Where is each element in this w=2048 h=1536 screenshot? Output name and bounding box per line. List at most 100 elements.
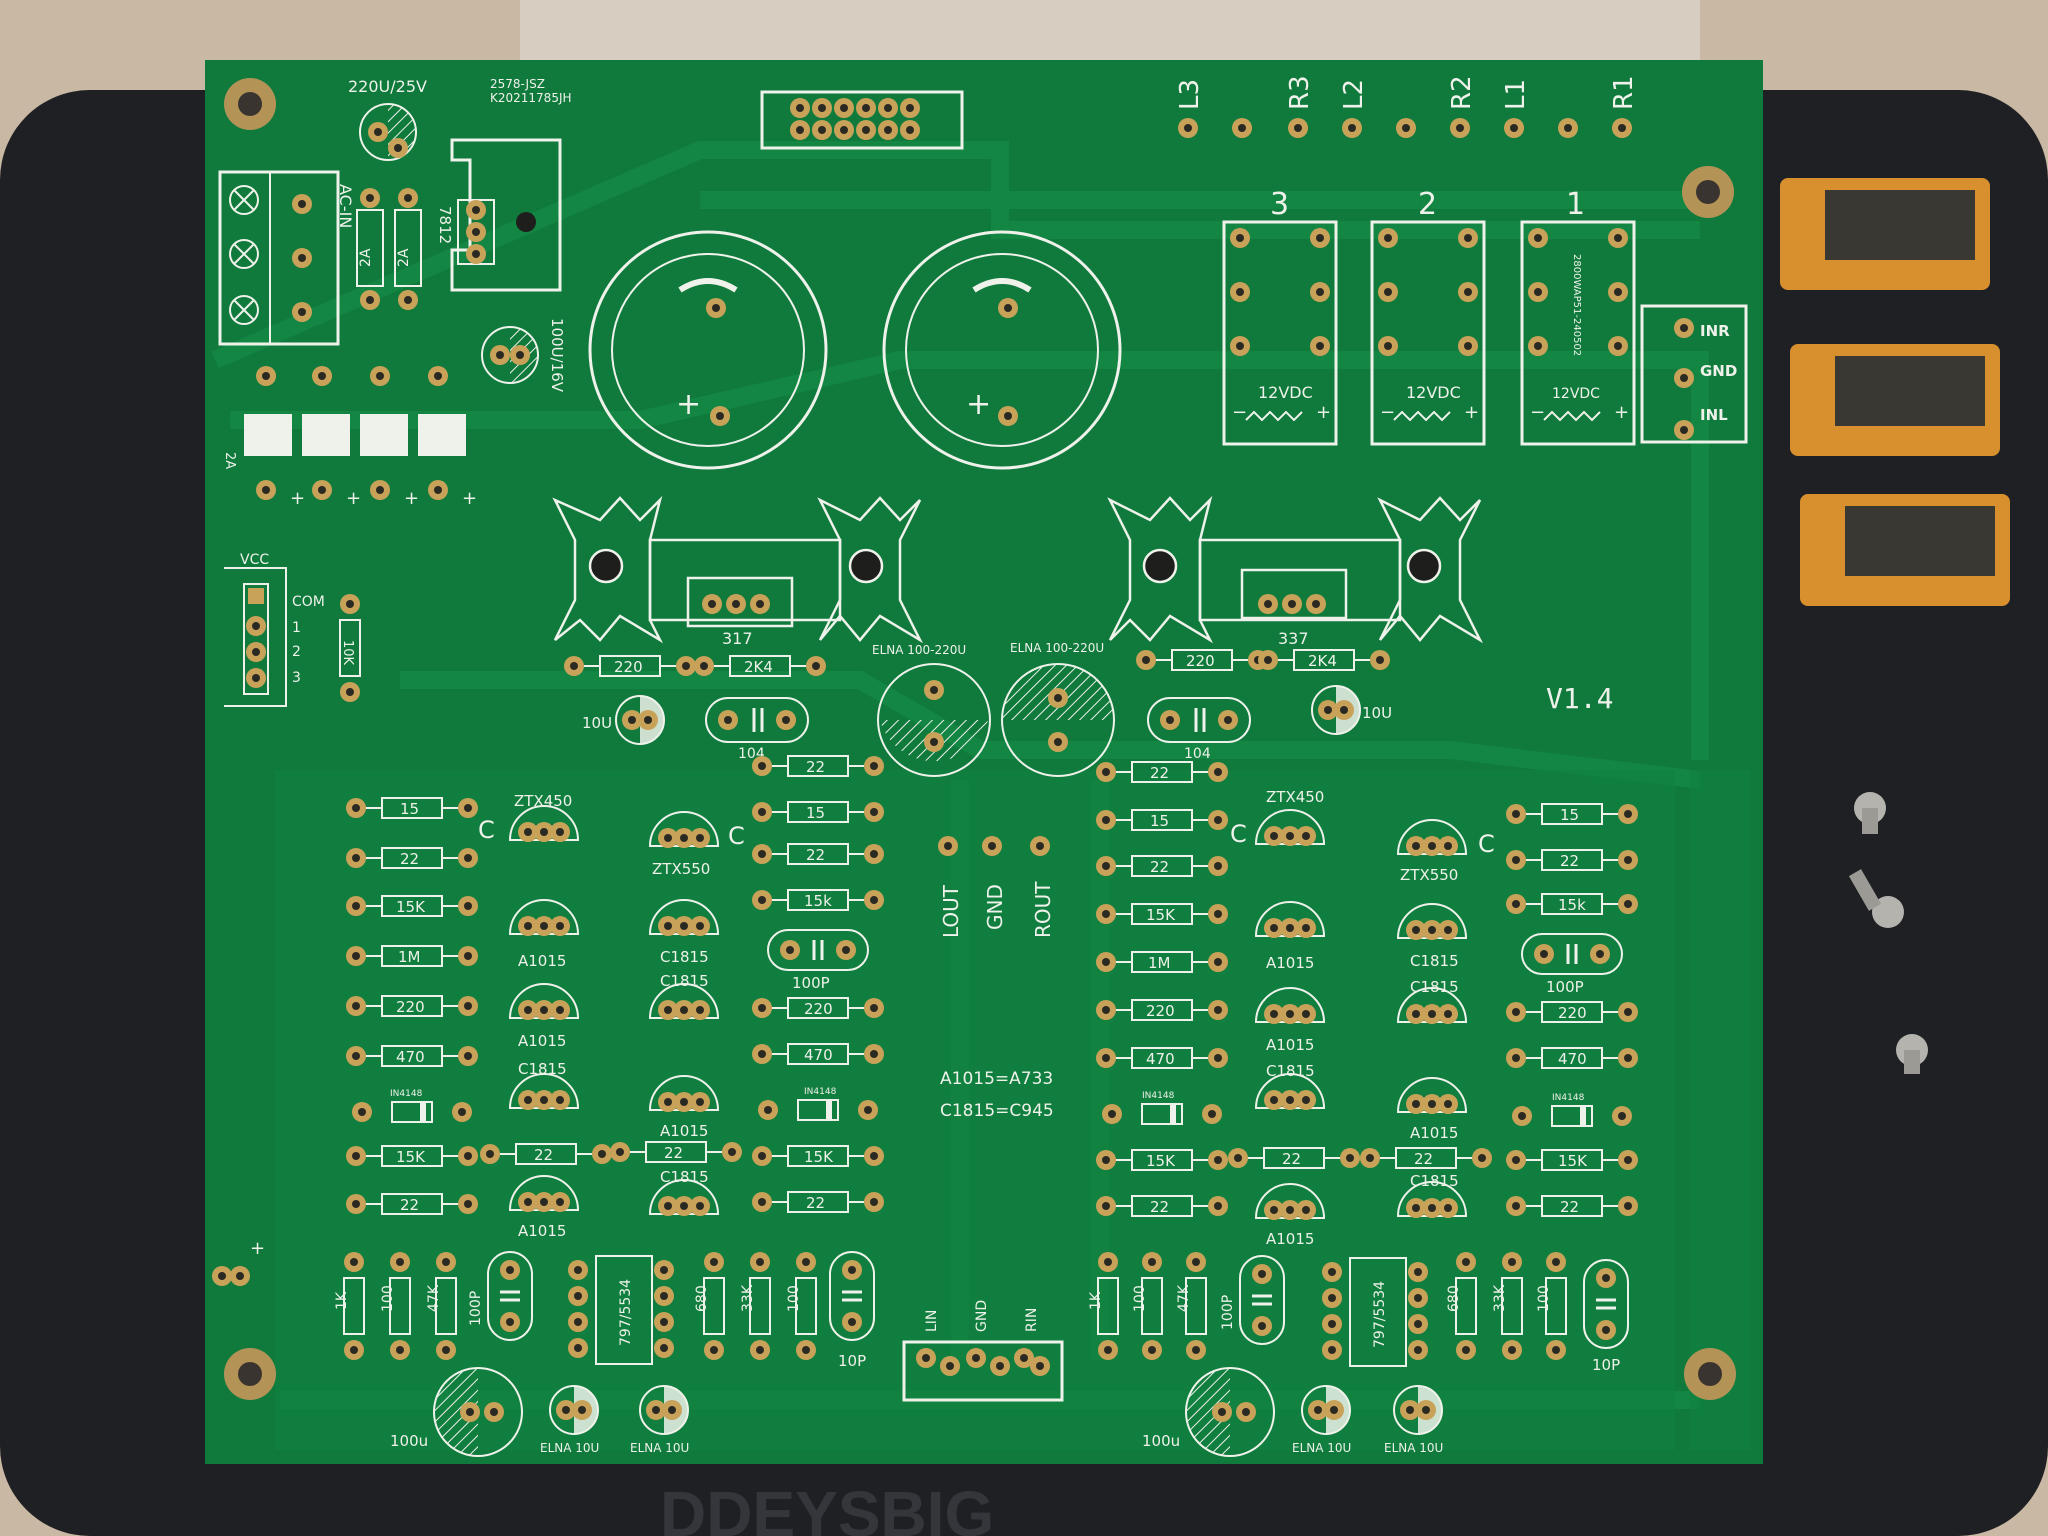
- mounting-hole-tl: [224, 78, 276, 130]
- vcc-header: [224, 567, 287, 707]
- rc-bottom-6: 33K: [1492, 1284, 1508, 1312]
- board-version: V1.4: [1546, 682, 1613, 715]
- bridge-plus-4: +: [462, 488, 477, 509]
- capacitor-100u16v: [481, 326, 539, 384]
- capacitor-220u: [359, 103, 417, 161]
- lc-res-mid-0: 22: [806, 758, 825, 776]
- reg-cap-104-right: [1147, 697, 1251, 743]
- relay-2-minus: −: [1380, 402, 1395, 423]
- fuse-1-label: 2A: [358, 248, 374, 267]
- mounting-hole-br: [1684, 1348, 1736, 1400]
- standoff-screw: [1854, 792, 1886, 834]
- lc-res-left-7: 15K: [396, 1148, 426, 1166]
- output-label-lout: LOUT: [939, 884, 963, 938]
- parts-bag: [520, 0, 1700, 64]
- big-capacitor-left: +: [588, 230, 828, 470]
- rc-res-left-5: 220: [1146, 1002, 1175, 1020]
- header-label-r1: R1: [1609, 75, 1639, 110]
- rc-bottom-8: 10P: [1592, 1356, 1620, 1374]
- reg-cap-10u-right: [1312, 686, 1360, 734]
- reg-cap-10u-left: [616, 696, 664, 744]
- lc-trans-a-2: A1015: [518, 1032, 566, 1050]
- right-channel: 22 15 22 15K 1M 220 470 IN4148 15K 22 ZT…: [1088, 762, 1638, 1457]
- rc-trans-a-0: ZTX450: [1266, 788, 1324, 806]
- regulator-337-label: 337: [1278, 629, 1309, 648]
- cap-rating-label: 220U/25V: [348, 77, 427, 96]
- rc-opamp: [1322, 1257, 1428, 1367]
- heatsink-317: [552, 495, 924, 644]
- lc-res-left-3: 1M: [398, 948, 421, 966]
- input-label-inl: INL: [1700, 406, 1728, 424]
- header-label-r2: R2: [1447, 75, 1477, 110]
- rc-res-right-1: 22: [1560, 852, 1579, 870]
- bridge-diodes: [244, 366, 466, 500]
- rc-res-left-6: 470: [1146, 1050, 1175, 1068]
- left-channel: 15 22 15K 1M 220 470 IN4148 15K 22 ZTX45…: [334, 756, 884, 1457]
- output-label-rout: ROUT: [1031, 881, 1055, 938]
- input-label-gnd-bottom: GND: [974, 1300, 990, 1332]
- reg-resistor-220-right-label: 220: [1186, 652, 1215, 670]
- ac-in-label: AC-IN: [336, 184, 355, 228]
- lc-bottom-4: 797/5534: [618, 1279, 634, 1346]
- vcc-pin-1: 1: [292, 620, 301, 636]
- lc-bottom-0: 1K: [334, 1291, 350, 1310]
- rc-res-right-0: 15: [1560, 806, 1579, 824]
- output-header: [938, 836, 1050, 856]
- relay-rating-2: 12VDC: [1406, 383, 1461, 402]
- relay-1-plus: +: [1614, 402, 1629, 423]
- svg-text:+: +: [966, 387, 991, 422]
- board-code-1: 2578-JSZ: [490, 77, 545, 91]
- reg-cap-10u-right-label: 10U: [1362, 704, 1392, 722]
- lc-res-left-5: 470: [396, 1048, 425, 1066]
- relay-1-minus: −: [1530, 402, 1545, 423]
- header-label-l1: L1: [1501, 79, 1531, 110]
- power-plus-label: +: [250, 1238, 265, 1259]
- header-label-l2: L2: [1339, 79, 1369, 110]
- lc-res-mid-4: 100P: [792, 974, 830, 992]
- note-c1815: C1815=C945: [940, 1101, 1054, 1121]
- lc-trans-b-2: C1815: [660, 972, 709, 990]
- rc-trans-a-1: A1015: [1266, 954, 1314, 972]
- mat-brand: DDEYSBIG: [660, 1478, 994, 1536]
- elna-cap-right: [1001, 663, 1115, 777]
- resistor-10k-label: 10K: [340, 640, 355, 666]
- rc-mid-22-b: 22: [1414, 1150, 1433, 1168]
- rc-bottom-7: 100: [1536, 1285, 1552, 1312]
- regulator-317-pads: [702, 594, 770, 614]
- bridge-plus-3: +: [404, 488, 419, 509]
- bridge-plus-1: +: [290, 488, 305, 509]
- bridge-fuse-label: 2A: [222, 452, 237, 469]
- rc-diode-left: IN4148: [1142, 1091, 1175, 1101]
- rc-trans-b-4: C1815: [1410, 1172, 1459, 1190]
- relay-rating-1: 12VDC: [1552, 386, 1600, 402]
- relay-component-2: [1790, 344, 2000, 456]
- relay-footprint-3: [1222, 220, 1338, 446]
- rc-trans-a-4: A1015: [1266, 1230, 1314, 1248]
- relay-footprint-1: [1520, 220, 1636, 446]
- elna-cap-left: [877, 663, 991, 777]
- rc-res-right-8: 22: [1560, 1198, 1579, 1216]
- rc-bottom-0: 1K: [1088, 1291, 1104, 1310]
- bridge-plus-2: +: [346, 488, 361, 509]
- regulator-7812: [450, 138, 562, 292]
- lc-res-mid-9: 22: [806, 1194, 825, 1212]
- lc-bottom-7: 100: [786, 1285, 802, 1312]
- rc-res-right-4: 220: [1558, 1004, 1587, 1022]
- rc-c-mark-b: C: [1478, 830, 1495, 858]
- lc-trans-a-4: A1015: [518, 1222, 566, 1240]
- lc-cap-0: 100u: [390, 1432, 428, 1450]
- lc-bottom-8: 10P: [838, 1352, 866, 1370]
- lc-diode-left: IN4148: [390, 1089, 423, 1099]
- mounting-hole-tr: [1682, 166, 1734, 218]
- input-label-lin: LIN: [924, 1310, 940, 1332]
- rc-trans-b-2: C1815: [1410, 978, 1459, 996]
- reg-cap-104-left: [705, 697, 809, 743]
- lc-res-left-8: 22: [400, 1196, 419, 1214]
- lc-res-left-4: 220: [396, 998, 425, 1016]
- reg-resistor-2k4-left-label: 2K4: [744, 658, 773, 676]
- rc-cap-2: ELNA 10U: [1384, 1441, 1443, 1455]
- relay-rating-3: 12VDC: [1258, 383, 1313, 402]
- rc-res-left-0: 22: [1150, 764, 1169, 782]
- relay-part-number: 2800WAP51-240502: [1571, 254, 1582, 356]
